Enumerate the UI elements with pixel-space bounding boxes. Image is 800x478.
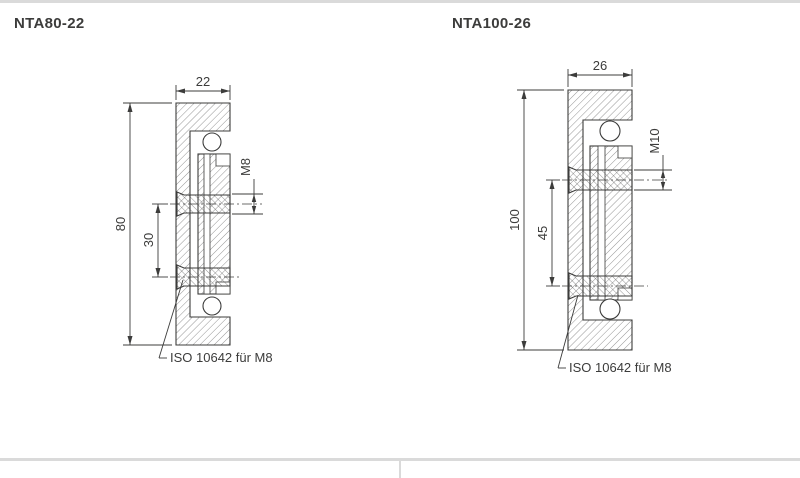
drawing-title-nta80-22: NTA80-22: [14, 15, 85, 32]
countersunk-screw-top: [176, 191, 231, 217]
ball-bearing-top: [599, 120, 621, 142]
dimension-width: 22: [175, 74, 231, 100]
column-divider: [399, 461, 401, 478]
top-notch: [215, 153, 231, 167]
dim-height-label: 80: [113, 217, 128, 231]
dimension-height: 100: [507, 89, 564, 351]
top-border: [0, 0, 800, 3]
dimension-thread: M8: [232, 158, 263, 215]
inner-slot: [597, 145, 606, 301]
dimension-width: 26: [567, 58, 633, 87]
dim-spacing-label: 30: [141, 233, 156, 247]
technical-drawing-nta100-26: 26 100 45 M10 ISO 10642 für M8: [507, 58, 672, 375]
dimension-thread: M10: [634, 128, 672, 191]
profile-cross-section: [170, 102, 262, 346]
ball-bearing-top: [202, 132, 222, 152]
screw-note: ISO 10642 für M8: [158, 279, 273, 365]
screw-note: ISO 10642 für M8: [557, 294, 672, 375]
thread-label: M8: [238, 158, 253, 176]
dimension-height: 80: [113, 102, 172, 346]
technical-drawing-nta80-22: 22 80 30 M8 ISO 10642 für M8: [113, 74, 273, 365]
ball-bearing-bottom: [599, 298, 621, 320]
outer-rail-section: [567, 89, 633, 351]
dim-height-label: 100: [507, 209, 522, 231]
leader-line: [557, 294, 579, 369]
countersunk-screw-bottom: [176, 264, 231, 290]
drawing-title-nta100-26: NTA100-26: [452, 15, 532, 32]
profile-cross-section: [562, 89, 670, 351]
dimension-hole-spacing: 45: [535, 179, 560, 287]
dim-width-label: 22: [196, 74, 210, 89]
thread-label: M10: [647, 128, 662, 153]
inner-slot: [203, 153, 211, 295]
bottom-border: [0, 458, 800, 461]
ball-bearing-bottom: [202, 296, 222, 316]
dimension-hole-spacing: 30: [141, 203, 168, 278]
dim-spacing-label: 45: [535, 226, 550, 240]
note-label: ISO 10642 für M8: [170, 350, 273, 365]
dim-width-label: 26: [593, 58, 607, 73]
leader-line: [158, 279, 184, 359]
top-notch: [617, 145, 633, 159]
note-label: ISO 10642 für M8: [569, 360, 672, 375]
